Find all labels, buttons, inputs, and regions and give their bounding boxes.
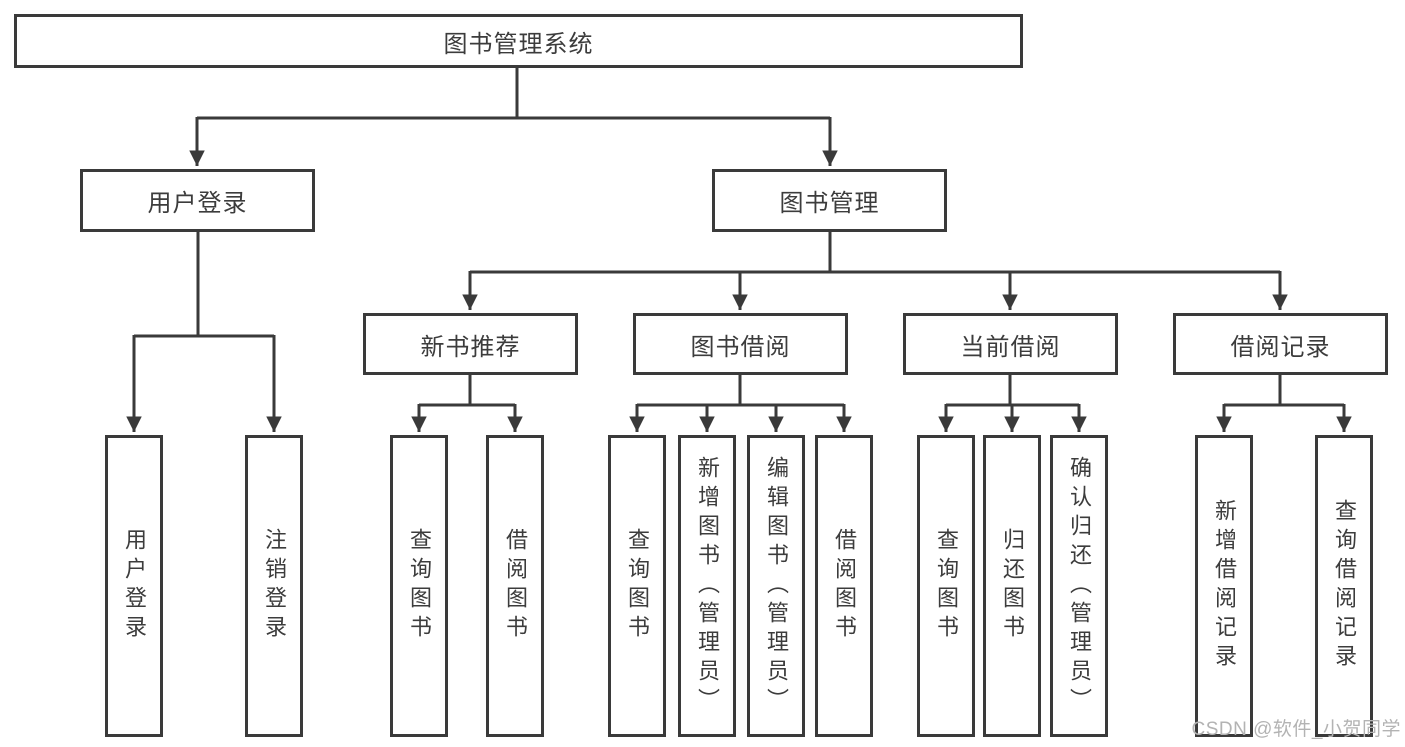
node-label: 新增借阅记录 <box>1212 499 1237 673</box>
node-label: 借阅记录 <box>1230 333 1331 361</box>
node-current-borrowing: 当前借阅 <box>903 313 1118 375</box>
node-label: 图书借阅 <box>690 333 791 361</box>
leaf-newrec-borrow-books: 借阅图书 <box>486 435 544 737</box>
node-label: 查询图书 <box>934 528 959 644</box>
node-label: 用户登录 <box>147 190 248 217</box>
node-label: 注销登录 <box>262 528 287 644</box>
branch-book-borrowing <box>629 375 852 432</box>
node-label: 编辑图书（管理员） <box>764 455 789 717</box>
node-label: 图书管理系统 <box>443 30 594 58</box>
branch-current-borrowing <box>938 375 1087 432</box>
branch-user-login <box>126 232 282 432</box>
branch-borrowing-records <box>1216 375 1352 432</box>
leaf-borrow-edit-books-admin: 编辑图书（管理员） <box>747 435 805 737</box>
node-root-library-system: 图书管理系统 <box>14 14 1023 68</box>
node-label: 借阅图书 <box>503 528 528 644</box>
node-label: 借阅图书 <box>832 528 857 644</box>
branch-root <box>189 68 838 166</box>
node-label: 用户登录 <box>122 528 147 644</box>
leaf-records-query-record: 查询借阅记录 <box>1315 435 1373 737</box>
node-label: 查询借阅记录 <box>1332 499 1357 673</box>
node-label: 新增图书（管理员） <box>695 455 720 717</box>
leaf-records-add-record: 新增借阅记录 <box>1195 435 1253 737</box>
leaf-logout-login: 注销登录 <box>245 435 303 737</box>
leaf-borrow-add-books-admin: 新增图书（管理员） <box>678 435 736 737</box>
leaf-user-login: 用户登录 <box>105 435 163 737</box>
node-new-book-recommend: 新书推荐 <box>363 313 578 375</box>
node-label: 新书推荐 <box>420 333 521 361</box>
leaf-borrow-query-books: 查询图书 <box>608 435 666 737</box>
node-borrowing-records: 借阅记录 <box>1173 313 1388 375</box>
leaf-current-return-books: 归还图书 <box>983 435 1041 737</box>
node-label: 查询图书 <box>625 528 650 644</box>
node-book-management: 图书管理 <box>712 169 947 232</box>
branch-book-management <box>462 232 1288 310</box>
node-label: 当前借阅 <box>960 333 1061 361</box>
csdn-watermark: CSDN @软件_小贺同学 <box>1191 719 1401 740</box>
node-label: 图书管理 <box>779 190 880 217</box>
leaf-current-query-books: 查询图书 <box>917 435 975 737</box>
node-label: 确认归还（管理员） <box>1067 455 1092 717</box>
node-book-borrowing: 图书借阅 <box>633 313 848 375</box>
node-label: 归还图书 <box>1000 528 1025 644</box>
node-user-login: 用户登录 <box>80 169 315 232</box>
leaf-current-confirm-return-admin: 确认归还（管理员） <box>1050 435 1108 737</box>
leaf-borrow-borrow-books: 借阅图书 <box>815 435 873 737</box>
node-label: 查询图书 <box>407 528 432 644</box>
leaf-newrec-query-books: 查询图书 <box>390 435 448 737</box>
branch-new-book-recommend <box>411 375 523 432</box>
